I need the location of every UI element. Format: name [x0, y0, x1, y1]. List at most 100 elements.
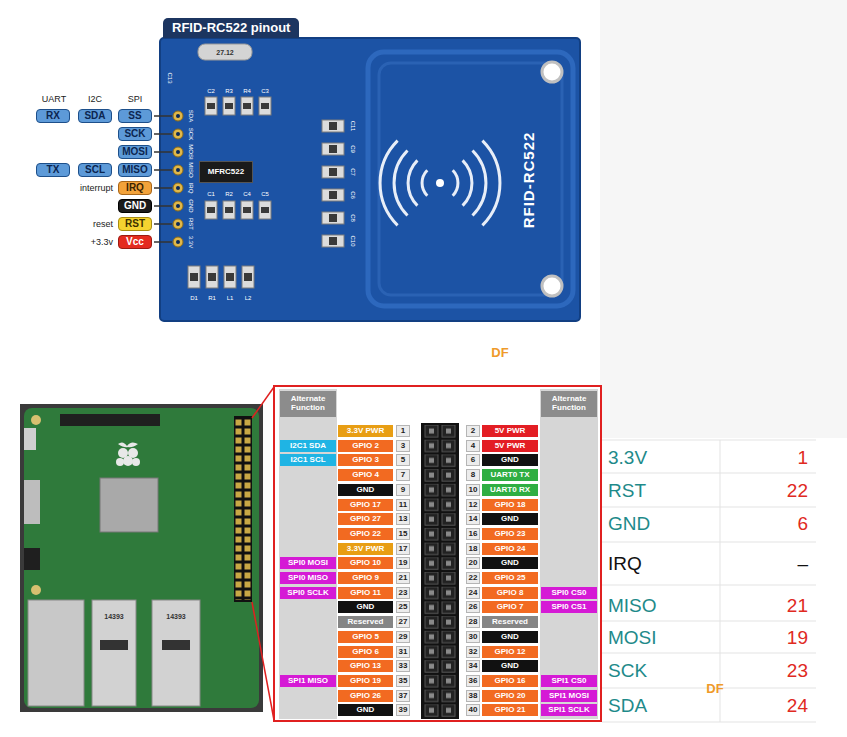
pin-name: GND [482, 454, 538, 466]
part-name: C11 [350, 121, 356, 132]
node-text: MISO [122, 165, 148, 175]
part-marking: 14393 [166, 613, 185, 620]
alt-function: SPI0 CS1 [541, 601, 597, 613]
pin-number: 39 [396, 704, 410, 716]
gpio-header [234, 416, 252, 602]
pin-wire [154, 116, 172, 242]
pin-name: GPIO 6 [338, 646, 393, 658]
node-text: 7 [401, 471, 405, 479]
node-text: GPIO 17 [350, 501, 381, 509]
pin-name: GPIO 23 [482, 528, 538, 540]
header-body [421, 423, 459, 719]
node-text: GND [357, 486, 375, 494]
pin-number: 38 [466, 690, 480, 702]
pin-number: 31 [396, 646, 410, 658]
node-text: GPIO 21 [494, 706, 525, 714]
pin-name: GPIO 9 [338, 572, 393, 584]
node-text: UART0 RX [490, 486, 530, 494]
part-name: L1 [227, 295, 234, 301]
node-text: I2C1 SCL [290, 456, 325, 464]
pin-name: GND [482, 557, 538, 569]
pin-number: 17 [396, 543, 410, 555]
raspberry-pi-board [24, 408, 259, 708]
node-text: 3.3V PWR [347, 427, 384, 435]
pin-number: 28 [466, 616, 480, 628]
node-text: GPIO 11 [350, 589, 381, 597]
pin-note: +3.3v [91, 238, 113, 247]
part-marking: 14393 [104, 613, 123, 620]
pin-number: 30 [466, 631, 480, 643]
node-text: GPIO 27 [350, 515, 381, 523]
silkscreen-text: IRQ [188, 183, 194, 194]
pin-note: interrupt [80, 184, 113, 193]
pin-number: 22 [466, 572, 480, 584]
pin-number: 35 [396, 675, 410, 687]
pin-number: 16 [466, 528, 480, 540]
pin-name: GPIO 7 [482, 601, 538, 613]
zoom-line [252, 387, 274, 418]
pin-name: RST [608, 481, 646, 500]
node-text: SPI1 SCLK [548, 706, 589, 714]
node-text: SPI1 MISO [288, 677, 328, 685]
node-text: 37 [399, 692, 408, 700]
pin-number: 6 [466, 454, 480, 466]
node-text: MFRC522 [208, 168, 244, 176]
watermark: DF [706, 682, 723, 695]
node-text: 6 [471, 456, 475, 464]
pin-name: GPIO 21 [482, 704, 538, 716]
node-text: 21 [399, 574, 408, 582]
pin-name: GPIO 18 [482, 499, 538, 511]
bus-header: I2C [88, 95, 102, 104]
silkscreen-text: 3.3V [188, 236, 194, 248]
part-name: C7 [350, 168, 356, 176]
pin-number: 26 [466, 601, 480, 613]
pin-name: GND [338, 704, 393, 716]
node-text: 28 [469, 618, 478, 626]
pin-number: 15 [396, 528, 410, 540]
crystal [198, 44, 252, 60]
node-text: 5V PWR [495, 427, 526, 435]
part-name: C1 [207, 191, 215, 197]
node-text: 20 [469, 559, 478, 567]
pin-number: 8 [466, 469, 480, 481]
micro-usb [24, 428, 36, 450]
node-text: 31 [399, 648, 408, 656]
pin-name: GND [482, 660, 538, 672]
alt-column [279, 389, 337, 719]
node-text: 12 [469, 501, 478, 509]
antenna-coil [379, 63, 562, 295]
alt-function: SPI0 CS0 [541, 587, 597, 599]
node-text: GPIO 2 [352, 442, 379, 450]
node-text: 26 [469, 603, 478, 611]
pin-number: 7 [396, 469, 410, 481]
pin-number: 24 [466, 587, 480, 599]
column-header: Alternate Function [280, 391, 336, 417]
mounting-hole [31, 415, 41, 425]
node-text: 14 [469, 515, 478, 523]
smd-band [190, 103, 337, 281]
node-text: SPI0 CS1 [551, 603, 586, 611]
pin-number: 14 [466, 513, 480, 525]
pin-name: GPIO 10 [338, 557, 393, 569]
pin-label: SS [118, 109, 152, 123]
node-text: RX [46, 111, 60, 121]
bus-header: UART [42, 95, 66, 104]
alt-function: SPI1 MISO [280, 675, 336, 687]
node-text: SPI0 CS0 [551, 589, 586, 597]
table-ground [602, 440, 816, 722]
node-text: GPIO 22 [350, 530, 381, 538]
part-name: C5 [261, 191, 269, 197]
smd-parts [188, 97, 344, 288]
node-text: 40 [469, 706, 478, 714]
pin-number: 1 [797, 448, 808, 467]
pin-number: 11 [396, 499, 410, 511]
alt-function: SPI1 MOSI [541, 690, 597, 702]
pin-number: 34 [466, 660, 480, 672]
rfid-board [160, 38, 580, 321]
node-text: GPIO 24 [494, 545, 525, 553]
node-text: 4 [471, 442, 475, 450]
pin-number: 3 [396, 440, 410, 452]
node-text: GND [501, 456, 519, 464]
pin-number: 5 [396, 454, 410, 466]
node-text: 5 [401, 456, 405, 464]
